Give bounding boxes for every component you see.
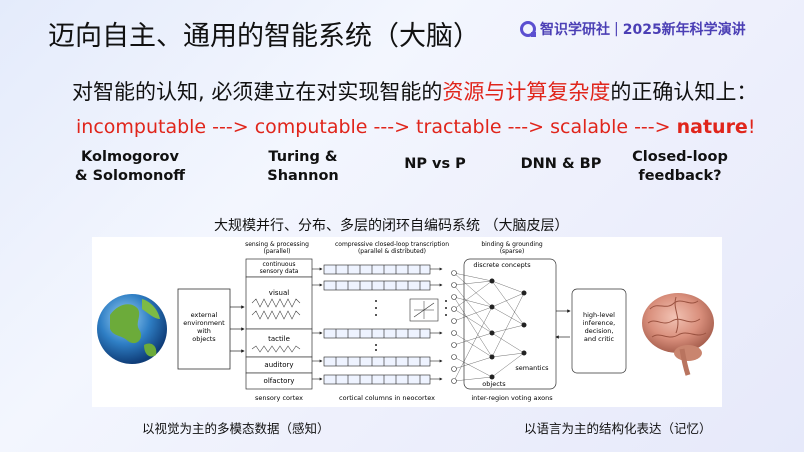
transcription-title: compressive closed-loop transcription [335,241,449,248]
brand-separator: | [614,21,619,37]
env-text: environment [183,319,225,327]
high-level-text: high-level [583,311,615,319]
column-arrows [312,267,443,381]
env-text: with [197,327,211,335]
modality-tactile: tactile [268,335,290,343]
high-level-box [571,288,627,374]
brain-system-diagram: external environment with objects sensin… [92,237,722,407]
diagram-svg: external environment with objects sensin… [97,241,714,402]
cortical-columns-label: cortical columns in neocortex [339,394,435,402]
diagram-caption: 大规模并行、分布、多层的闭环自编码系统 （大脑皮层） [214,218,569,234]
network-nodes [451,270,457,384]
sensory-signals [251,298,301,353]
globe-icon [97,294,167,364]
caption-perception: 以视觉为主的多模态数据（感知） [142,421,330,436]
binding-title: binding & grounding [481,241,543,248]
subtitle: 对智能的认知, 必须建立在对实现智能的资源与计算复杂度的正确认知上： [72,76,757,106]
caption-memory: 以语言为主的结构化表达（记忆） [524,421,712,436]
high-level-text: and critic [584,335,615,343]
label-turing: Turing & Shannon [248,148,358,186]
chain-strong: nature [676,116,748,138]
label-line: DNN & BP [520,156,602,172]
label-line: Closed-loop [632,149,728,165]
label-np-vs-p: NP vs P [380,155,490,174]
voting-axons-label: inter-region voting axons [471,394,553,402]
inset-plot-icon [409,298,439,322]
slide-title: 迈向自主、通用的智能系统（大脑） [48,21,480,52]
transcription-subtitle: (parallel & distributed) [358,248,426,255]
label-line: & Solomonoff [74,168,186,184]
label-closed-loop: Closed-loop feedback? [620,148,740,186]
sensory-boxes [245,258,313,390]
label-line: Turing & [268,149,338,165]
chain-end: ! [747,116,756,138]
subtitle-after: 的正确认知上： [610,80,758,104]
label-line: feedback? [638,168,722,184]
brain-icon [642,293,714,376]
sensory-cortex-label: sensory cortex [255,394,303,402]
concept-nodes [489,278,527,380]
label-line: Kolmogorov [81,149,179,165]
label-kolmogorov: Kolmogorov & Solomonoff [70,148,190,186]
binding-subtitle: (sparse) [500,248,525,255]
label-line: NP vs P [404,156,466,172]
env-text: external [191,311,218,319]
subtitle-highlight: 资源与计算复杂度 [442,80,611,104]
discrete-concepts-label: discrete concepts [473,261,531,269]
brand-logo: 智识学研社 | 2025新年科学演讲 [520,19,746,39]
sensing-title: sensing & processing [245,241,309,248]
cortical-columns [323,264,431,385]
brand-logo-icon [520,21,536,37]
chain-text: incomputable ---> computable ---> tracta… [76,116,677,138]
brand-event: 2025新年科学演讲 [622,22,746,38]
computability-chain: incomputable ---> computable ---> tracta… [76,116,755,138]
objects-label: objects [482,380,506,388]
continuous-label: sensory data [260,268,299,275]
subtitle-before: 对智能的认知, 必须建立在对实现智能的 [72,80,443,104]
sensing-subtitle: (parallel) [263,248,290,255]
concepts-box [463,258,557,390]
high-level-text: decision, [585,327,614,335]
env-text: objects [192,335,216,343]
high-level-text: inference, [583,319,616,327]
inference-arrows [555,309,571,339]
continuous-label: continuous [263,261,296,268]
modality-olfactory: olfactory [264,377,295,385]
network-edges [453,272,525,382]
ellipsis-dots [375,300,447,351]
label-line: Shannon [267,168,339,184]
modality-auditory: auditory [264,361,293,369]
modality-visual: visual [269,289,289,297]
semantics-label: semantics [515,364,549,372]
label-dnn-bp: DNN & BP [506,155,616,174]
brand-name: 智识学研社 [540,22,610,38]
